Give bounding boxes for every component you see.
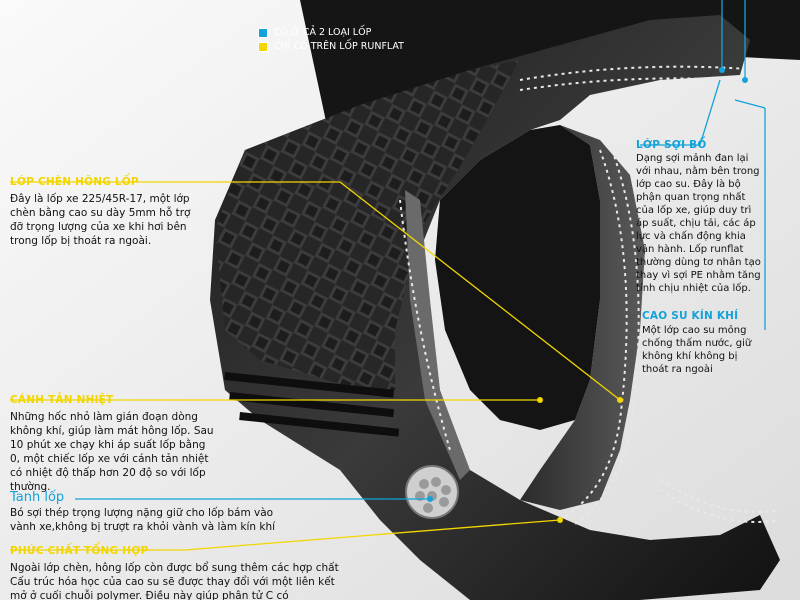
callout-sidewall-insert: LỚP CHÈN HÔNG LỐP Đây là lốp xe 225/45R-…	[10, 176, 205, 248]
cross-section-face	[520, 125, 645, 510]
callout-body: Ngoài lớp chèn, hông lốp còn được bổ sun…	[10, 562, 339, 600]
callout-cooling-fins: CÁNH TẢN NHIỆT Những hốc nhỏ làm gián đo…	[10, 394, 215, 494]
callout-inner-liner: CAO SU KÍN KHÍ Một lớp cao su mỏng chống…	[642, 310, 762, 376]
callout-carcass-ply: LỚP SỢI BỐ Dạng sợi mảnh đan lại với nha…	[636, 139, 764, 295]
callout-body: Đây là lốp xe 225/45R-17, một lớp chèn b…	[10, 193, 191, 247]
yellow-square-icon	[258, 42, 268, 52]
callout-body: Dạng sợi mảnh đan lại với nhau, nằm bên …	[636, 153, 761, 294]
carcass-ply-lines	[399, 65, 781, 527]
leader-dots-yellow	[537, 397, 623, 523]
callout-title: CAO SU KÍN KHÍ	[642, 310, 739, 322]
blue-square-icon	[258, 28, 268, 38]
callout-compound: PHỨC CHẤT TỔNG HỢP Ngoài lớp chèn, hông …	[10, 545, 340, 600]
legend-item-both: CÓ Ở CẢ 2 LOẠI LỐP	[258, 26, 404, 40]
callout-title: PHỨC CHẤT TỔNG HỢP	[10, 545, 149, 557]
leader-lines-blue	[75, 0, 766, 500]
callout-title: Tanh lốp	[10, 490, 65, 505]
legend-item-runflat: CHỈ CÓ TRÊN LỐP RUNFLAT	[258, 40, 404, 54]
legend: CÓ Ở CẢ 2 LOẠI LỐP CHỈ CÓ TRÊN LỐP RUNFL…	[258, 26, 404, 54]
leader-dots-blue	[427, 67, 748, 502]
tread-pattern	[215, 60, 520, 390]
leader-lines-yellow	[10, 181, 621, 551]
inner-liner	[405, 190, 470, 480]
cooling-fins	[224, 372, 400, 437]
legend-label-both: CÓ Ở CẢ 2 LOẠI LỐP	[274, 27, 372, 38]
callout-body: Bó sợi thép trọng lượng nặng giữ cho lốp…	[10, 507, 276, 533]
callout-body: Những hốc nhỏ làm gián đoạn dòng không k…	[10, 411, 214, 493]
callout-title: LỚP CHÈN HÔNG LỐP	[10, 176, 139, 188]
callout-body: Một lớp cao su mỏng chống thấm nước, giữ…	[642, 325, 752, 375]
callout-bead: Tanh lốp Bó sợi thép trọng lượng nặng gi…	[10, 490, 300, 534]
callout-title: LỚP SỢI BỐ	[636, 139, 707, 151]
tire-cavity	[435, 125, 600, 430]
legend-label-runflat: CHỈ CÓ TRÊN LỐP RUNFLAT	[274, 41, 404, 52]
callout-title: CÁNH TẢN NHIỆT	[10, 394, 114, 406]
